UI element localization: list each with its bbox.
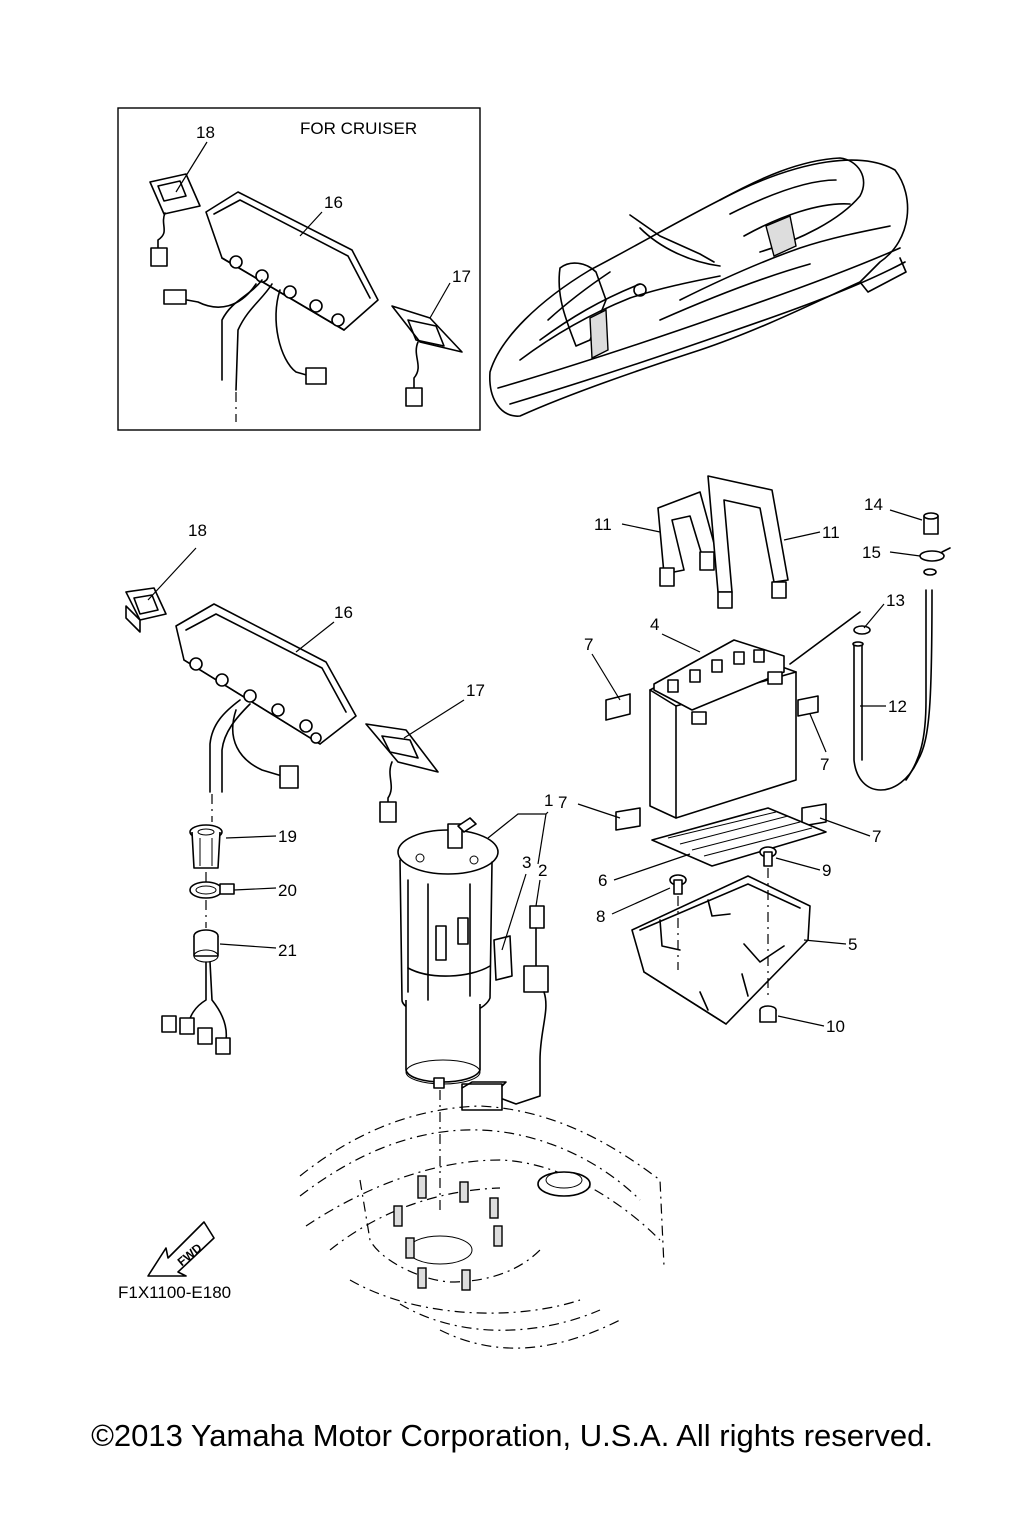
callout-13: 13: [886, 591, 905, 610]
callout-2: 2: [538, 861, 547, 880]
bolt-8: [669, 874, 687, 895]
callout-5: 5: [848, 935, 857, 954]
callout-9: 9: [822, 861, 831, 880]
clamp-20: [189, 881, 235, 899]
callout-7a: 7: [584, 635, 593, 654]
callout-20: 20: [278, 881, 297, 900]
callout-8: 8: [596, 907, 605, 926]
mat-6: [651, 807, 827, 867]
callout-6: 6: [598, 871, 607, 890]
callout-4: 4: [650, 615, 659, 634]
collar-21: [193, 929, 219, 963]
callout-1: 1: [544, 791, 553, 810]
inset-title: FOR CRUISER: [300, 119, 417, 138]
figure-code: F1X1100-E180: [118, 1283, 231, 1302]
callout-12: 12: [888, 697, 907, 716]
cap-14-clip-15: [919, 512, 951, 576]
callout-16: 16: [334, 603, 353, 622]
battery-4: [649, 639, 797, 819]
battery-box-5: [631, 875, 811, 1025]
vent-tube-12: [789, 589, 933, 791]
main-switch-17: [365, 723, 439, 823]
callout-18: 18: [188, 521, 207, 540]
callout-inset-17: 17: [452, 267, 471, 286]
inset-switch-18: [149, 173, 201, 267]
callout-14: 14: [864, 495, 883, 514]
grommet-19: [189, 824, 223, 869]
callout-7d: 7: [872, 827, 881, 846]
watercraft-overview: [489, 157, 909, 417]
inset-meter-16: [163, 191, 379, 422]
callout-15: 15: [862, 543, 881, 562]
callout-19: 19: [278, 827, 297, 846]
callout-3: 3: [522, 853, 531, 872]
wire-harness: [161, 961, 231, 1055]
copyright-notice: ©2013 Yamaha Motor Corporation, U.S.A. A…: [91, 1418, 933, 1453]
hull-deck: [299, 1105, 665, 1349]
pad-7: [605, 693, 827, 831]
fuel-pump-1: [397, 817, 499, 1089]
callout-7b: 7: [820, 755, 829, 774]
callout-21: 21: [278, 941, 297, 960]
callout-10: 10: [826, 1017, 845, 1036]
callout-inset-18: 18: [196, 123, 215, 142]
callout-11b: 11: [822, 523, 840, 542]
callout-inset-16: 16: [324, 193, 343, 212]
callout-7c: 7: [558, 793, 567, 812]
callout-17a: 17: [466, 681, 485, 700]
inset-switch-17: [391, 305, 463, 407]
battery-band-11: [657, 475, 789, 609]
bracket-3-sensor-2: [461, 905, 549, 1111]
callout-11a: 11: [594, 515, 612, 534]
main-switch-18: [125, 587, 167, 633]
fwd-arrow-icon: FWD: [147, 1221, 215, 1277]
cruiser-inset: FOR CRUISER: [117, 107, 481, 431]
bolt-9: [759, 846, 777, 867]
main-meter-16: [175, 603, 357, 822]
collar-10: [759, 1005, 777, 1023]
